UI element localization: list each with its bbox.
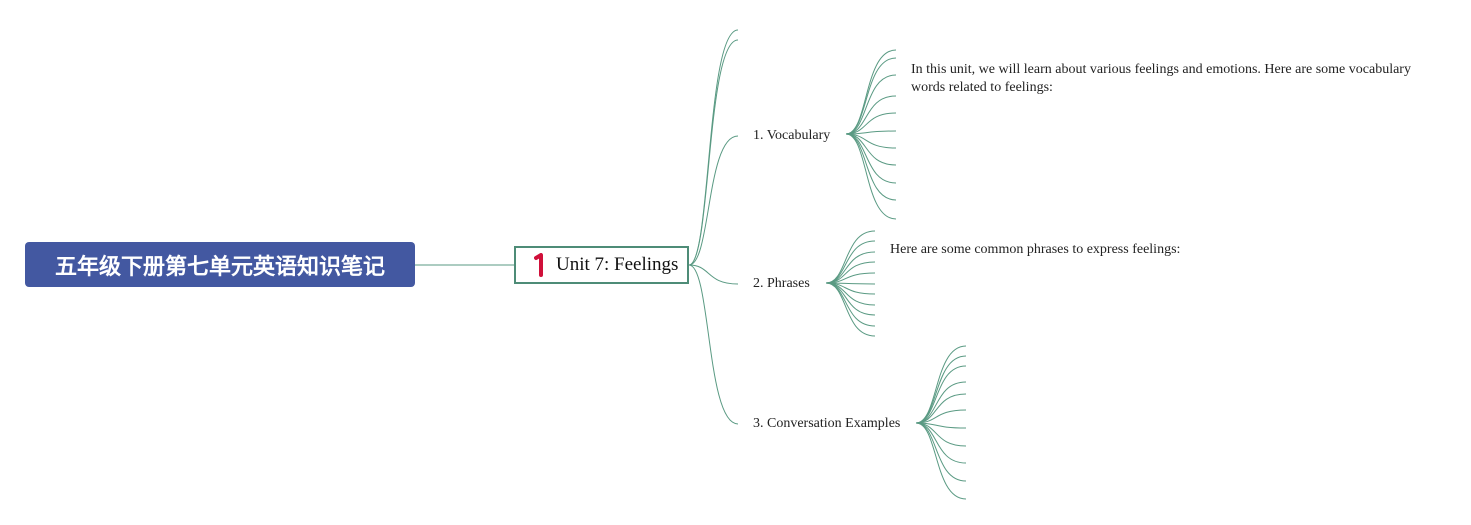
root-title: 五年级下册第七单元英语知识笔记 (54, 254, 385, 280)
connector-unit-branch (688, 39, 739, 266)
connector-vocabulary-leaf (845, 49, 897, 135)
root-node[interactable]: 五年级下册第七单元英语知识笔记 (25, 242, 415, 287)
connector-conversation-leaf (915, 381, 967, 424)
connector-conversation-leaf (915, 365, 967, 424)
connector-conversation-leaf (915, 393, 967, 424)
connector-vocabulary-leaf (845, 57, 897, 135)
connector-vocabulary-leaf (845, 95, 897, 135)
connector-vocabulary-leaf (845, 112, 897, 135)
connector-unit-branch (688, 29, 739, 266)
number-one-icon (534, 253, 546, 277)
connector-vocabulary-leaf (845, 74, 897, 135)
connector-phrases-leaf (825, 261, 876, 284)
connector-conversation-leaf (915, 422, 967, 500)
unit-title: Unit 7: Feelings (556, 254, 679, 275)
topic-conversation-examples[interactable]: 3. Conversation Examples (753, 416, 901, 431)
connector-phrases-leaf (825, 230, 876, 284)
connector-vocabulary-leaf (845, 133, 897, 220)
connector-unit-branch (688, 264, 739, 425)
topic-vocabulary[interactable]: 1. Vocabulary (753, 128, 831, 143)
topic-phrases[interactable]: 2. Phrases (753, 276, 810, 291)
connector-conversation-leaf (915, 409, 967, 424)
connector-phrases-leaf (825, 282, 876, 337)
connector-conversation-leaf (915, 422, 967, 464)
connector-unit-branch (688, 264, 739, 285)
connector-conversation-leaf (915, 355, 967, 424)
phrases-intro-text[interactable]: Here are some common phrases to express … (890, 242, 1181, 257)
connector-lines (415, 29, 967, 500)
unit-node[interactable]: Unit 7: Feelings (514, 246, 689, 284)
connector-unit-branch (688, 135, 739, 266)
vocabulary-intro-text[interactable]: In this unit, we will learn about variou… (911, 62, 1411, 95)
